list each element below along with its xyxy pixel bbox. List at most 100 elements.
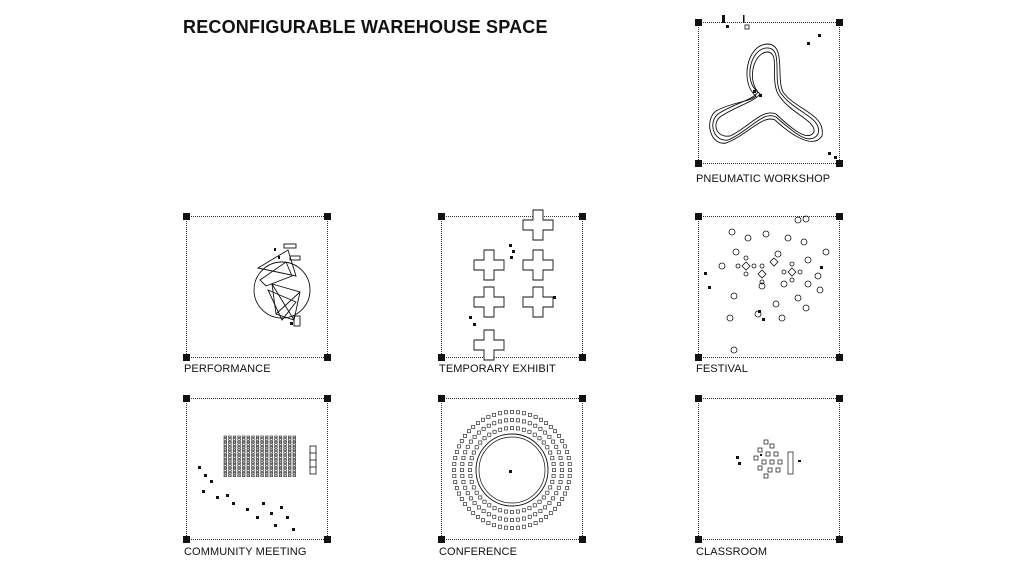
column [438, 395, 445, 402]
chair [255, 469, 260, 472]
chair [486, 415, 491, 419]
chair [558, 480, 563, 484]
chair [551, 462, 556, 466]
chair [246, 453, 250, 457]
chair [242, 469, 246, 472]
chair [246, 464, 250, 467]
panel-community-meeting: COMMUNITY MEETING [183, 395, 331, 558]
chair [223, 474, 227, 477]
chair [255, 461, 260, 464]
chair [292, 459, 296, 462]
chair [528, 412, 532, 417]
chair [269, 474, 273, 477]
chair [251, 448, 255, 451]
chair [242, 453, 246, 457]
chair [459, 439, 464, 443]
chair [539, 518, 543, 523]
chair [292, 451, 296, 454]
chair [283, 443, 287, 446]
chair [237, 438, 241, 441]
chair [278, 448, 283, 451]
chair [278, 474, 283, 477]
chair [269, 435, 273, 438]
chair [246, 459, 250, 462]
festival-tables-plan [704, 215, 830, 354]
chair [223, 461, 227, 464]
chair [498, 516, 502, 521]
column [579, 213, 586, 220]
chair [469, 479, 474, 484]
chair [292, 443, 296, 446]
chair [510, 410, 514, 414]
chair [554, 444, 559, 449]
chair [292, 446, 296, 449]
chair [246, 443, 250, 446]
chair [552, 468, 556, 472]
chair [516, 418, 520, 423]
chair [246, 451, 250, 454]
chair [567, 462, 572, 466]
chair [269, 472, 273, 475]
chair [228, 474, 232, 477]
chair [468, 439, 473, 444]
chair [274, 469, 278, 472]
chair [557, 434, 561, 438]
chair [223, 446, 227, 449]
chair [486, 423, 491, 428]
chair [242, 438, 246, 441]
chair [237, 435, 241, 438]
chair [476, 505, 481, 510]
chair [541, 495, 546, 500]
chair [533, 512, 538, 517]
chair [566, 456, 571, 460]
chair [260, 440, 264, 444]
chair [498, 419, 502, 424]
column [438, 536, 445, 543]
chair [283, 464, 287, 467]
panel-frame [698, 22, 840, 164]
chair [265, 435, 269, 438]
chair [478, 495, 483, 500]
chair [453, 456, 458, 460]
chair [454, 486, 459, 490]
chair [452, 474, 457, 478]
chair [547, 434, 552, 439]
chair [242, 456, 246, 459]
chair [246, 440, 250, 444]
chair [269, 469, 273, 472]
chair [559, 474, 564, 478]
chair [260, 469, 264, 472]
chair [232, 438, 237, 441]
chair [292, 474, 296, 477]
chair [482, 499, 487, 504]
chair [251, 446, 255, 449]
chair [545, 490, 550, 495]
chair [288, 440, 292, 444]
chair [481, 509, 486, 514]
chair [232, 453, 237, 457]
chair [246, 446, 250, 449]
chair [498, 508, 503, 513]
chair [265, 456, 269, 459]
panel-label: PNEUMATIC WORKSHOP [696, 173, 831, 185]
chair [559, 462, 564, 466]
chair [255, 464, 260, 467]
chair [469, 456, 474, 461]
chair [251, 466, 255, 470]
chair [510, 526, 514, 530]
panel-frame [698, 398, 840, 540]
chair [278, 443, 283, 446]
chair [283, 459, 287, 462]
chair [269, 464, 273, 467]
chair [269, 456, 273, 459]
chair [255, 456, 260, 459]
chair [228, 466, 232, 470]
chair [521, 508, 526, 513]
chair [223, 469, 227, 472]
chair [242, 440, 246, 444]
chair [504, 410, 508, 415]
column [836, 19, 843, 26]
chair [260, 466, 264, 470]
chair [288, 448, 292, 451]
chair [260, 472, 264, 475]
